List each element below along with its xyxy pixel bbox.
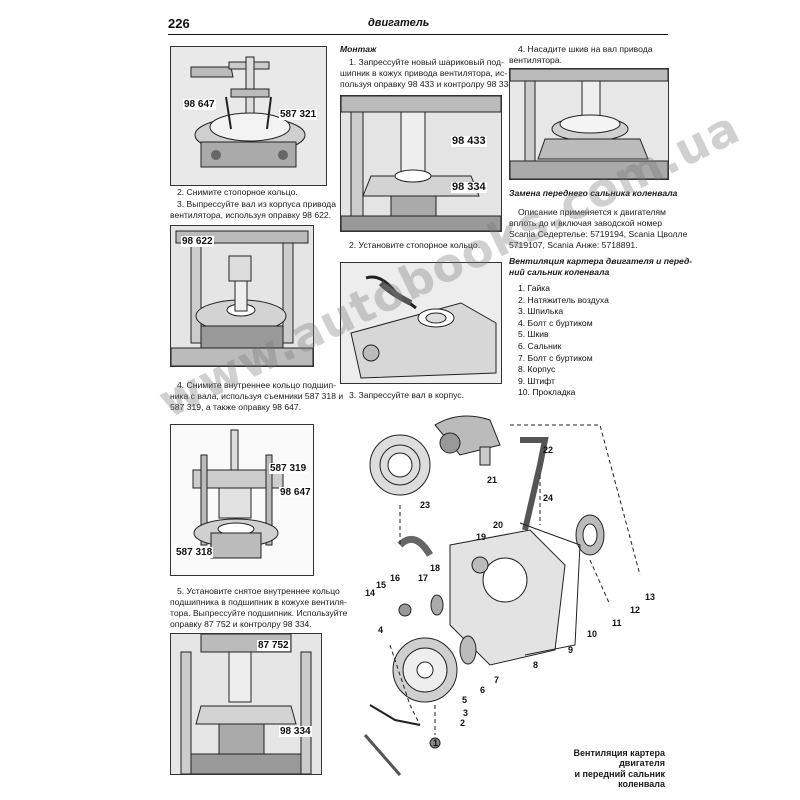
legend-item: 3. Шпилька [518,306,564,317]
section-heading: ний сальник коленвала [509,267,610,277]
page-number: 226 [168,16,190,31]
tool-label: 587 319 [269,463,308,474]
diagram-caption: Вентиляция картера двигателя и передний … [535,748,665,790]
legend-item: 7. Болт с буртиком [518,352,593,363]
step-text: 2. Установите стопорное кольцо. [349,240,481,250]
callout-21: 21 [487,475,498,485]
callout-13: 13 [645,592,656,602]
figure-bearing-press-out: 87 752 98 334 [170,633,322,775]
callout-16: 16 [390,573,401,583]
step-text: вентилятора. [509,55,562,65]
body-text: Scania Седертелье: 5719194, Scania Цволл… [509,229,688,239]
figure-shaft-removal: 98 622 [170,225,314,367]
caption-line: Вентиляция картера двигателя [573,748,665,769]
legend-item: 9. Штифт [518,375,555,386]
section-heading: Вентиляция картера двигателя и перед- [509,256,693,266]
tool-label: 98 647 [183,99,216,110]
callout-5: 5 [462,695,468,705]
callout-4: 4 [378,625,384,635]
figure-pulley-fit [509,68,669,180]
step-text: вентилятора, используя оправку 98 622. [170,210,332,220]
tool-label: 98 433 [451,135,487,147]
callout-3: 3 [463,708,469,718]
callout-11: 11 [612,618,622,628]
tool-label: 98 622 [181,236,214,247]
step-text: оправку 87 752 и контролру 98 334. [170,619,312,629]
callout-24: 24 [543,493,554,503]
legend-item: 10. Прокладка [518,387,576,398]
legend-item: 8. Корпус [518,364,556,375]
tool-label: 87 752 [257,640,290,651]
step-text: ника с вала, используя съемники 587 318 … [170,391,344,401]
step-text: 1. Запрессуйте новый шариковый под- [349,57,504,67]
figure-bearing-puller: 587 319 98 647 587 318 [170,424,314,576]
callout-12: 12 [630,605,641,615]
callout-20: 20 [493,520,504,530]
body-text: Описание применяется к двигателям [518,207,666,217]
figure-fan-shaft-press: 98 647 587 321 [170,46,327,186]
figure-retaining-ring [340,262,502,384]
diagram-callouts: 1 2 3 4 5 6 7 8 9 10 11 12 13 14 15 16 1… [340,405,670,785]
callout-14: 14 [365,588,376,598]
legend-item: 6. Сальник [518,340,562,351]
callout-7: 7 [494,675,500,685]
step-text: 5. Установите снятое внутреннее кольцо [177,586,340,596]
body-text: вплоть до и включая заводской номер [509,218,662,228]
callout-17: 17 [418,573,429,583]
step-text: тора. Выпрессуйте подшипник. Используйте [170,608,348,618]
callout-2: 2 [460,718,466,728]
step-text: 4. Насадите шкив на вал привода [518,44,653,54]
callout-19: 19 [476,532,487,542]
section-heading: Замена переднего сальника коленвала [509,188,678,198]
tool-label: 98 334 [451,181,487,193]
step-text: 3. Запрессуйте вал в корпус. [349,390,464,400]
step-text: 4. Снимите внутреннее кольцо подшип- [177,380,336,390]
step-text: пользуя оправку 98 433 и контролру 98 33… [340,79,516,89]
callout-22: 22 [543,445,554,455]
exploded-view-diagram [363,415,641,776]
callout-23: 23 [420,500,431,510]
step-text: 2. Снимите стопорное кольцо. [177,187,298,197]
step-text: подшипника в подшипник в кожухе вентиля- [170,597,347,607]
callout-6: 6 [480,685,486,695]
legend-item: 4. Болт с буртиком [518,317,593,328]
step-text: шипник в кожух привода вентилятора, ис- [340,68,508,78]
section-heading: Монтаж [340,44,377,54]
callout-1: 1 [433,738,439,748]
callout-15: 15 [376,580,387,590]
tool-label: 98 334 [279,726,312,737]
page-header: 226 двигатель [168,14,668,36]
legend-item: 1. Гайка [518,283,551,293]
callout-8: 8 [533,660,539,670]
callout-10: 10 [587,629,598,639]
caption-line: и передний сальник коленвала [574,768,665,790]
parts-legend: 1. Гайка 2. Натяжитель воздуха 3. Шпильк… [518,283,609,399]
tool-label: 98 647 [279,487,312,498]
figure-bearing-press-in: 98 433 98 334 [340,95,502,232]
callout-9: 9 [568,645,574,655]
step-text: 587 319, а также оправку 98 647. [170,402,302,412]
callout-18: 18 [430,563,441,573]
legend-item: 2. Натяжитель воздуха [518,294,609,305]
step-text: 3. Выпрессуйте вал из корпуса привода [177,199,336,209]
legend-item: 5. Шкив [518,329,549,340]
header-rule [168,34,668,35]
tool-label: 587 318 [175,547,214,558]
tool-label: 587 321 [279,109,318,120]
section-title: двигатель [368,17,430,29]
body-text: 5719107, Scania Анже: 5718891. [509,240,638,250]
